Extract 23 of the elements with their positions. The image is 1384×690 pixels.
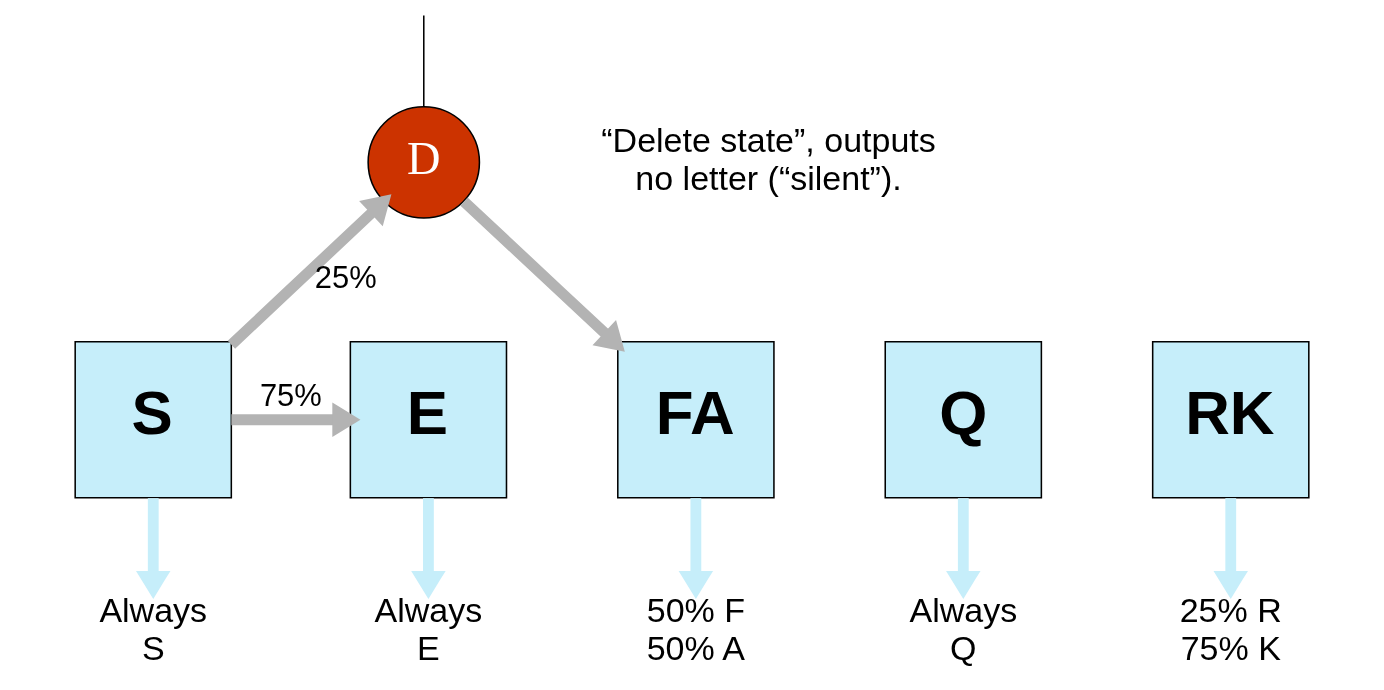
node-box: Q <box>884 340 1043 499</box>
arrow <box>136 498 171 600</box>
node-text: Always E <box>374 591 483 667</box>
node-circle: D <box>367 105 481 219</box>
connector <box>423 14 425 108</box>
node-box: RK <box>1151 340 1310 499</box>
node-text: 50% F 50% A <box>646 591 746 667</box>
node-label: “Delete state”, outputs no letter (“silent”). <box>601 121 936 197</box>
edge-label: 75% <box>259 377 322 413</box>
node-text: Always S <box>99 591 208 667</box>
arrow <box>678 498 714 600</box>
arrow <box>1213 498 1248 600</box>
node-box: FA <box>617 340 775 499</box>
node-text: 25% R 75% K <box>1179 591 1282 667</box>
arrow <box>231 402 361 437</box>
node-box: S <box>74 340 233 499</box>
node-box: E <box>349 340 508 499</box>
arrow <box>946 498 981 600</box>
arrow <box>411 498 446 600</box>
node-text: Always Q <box>909 591 1018 667</box>
edge-label: 25% <box>314 259 377 295</box>
arrow <box>227 194 392 349</box>
arrow <box>460 197 625 352</box>
